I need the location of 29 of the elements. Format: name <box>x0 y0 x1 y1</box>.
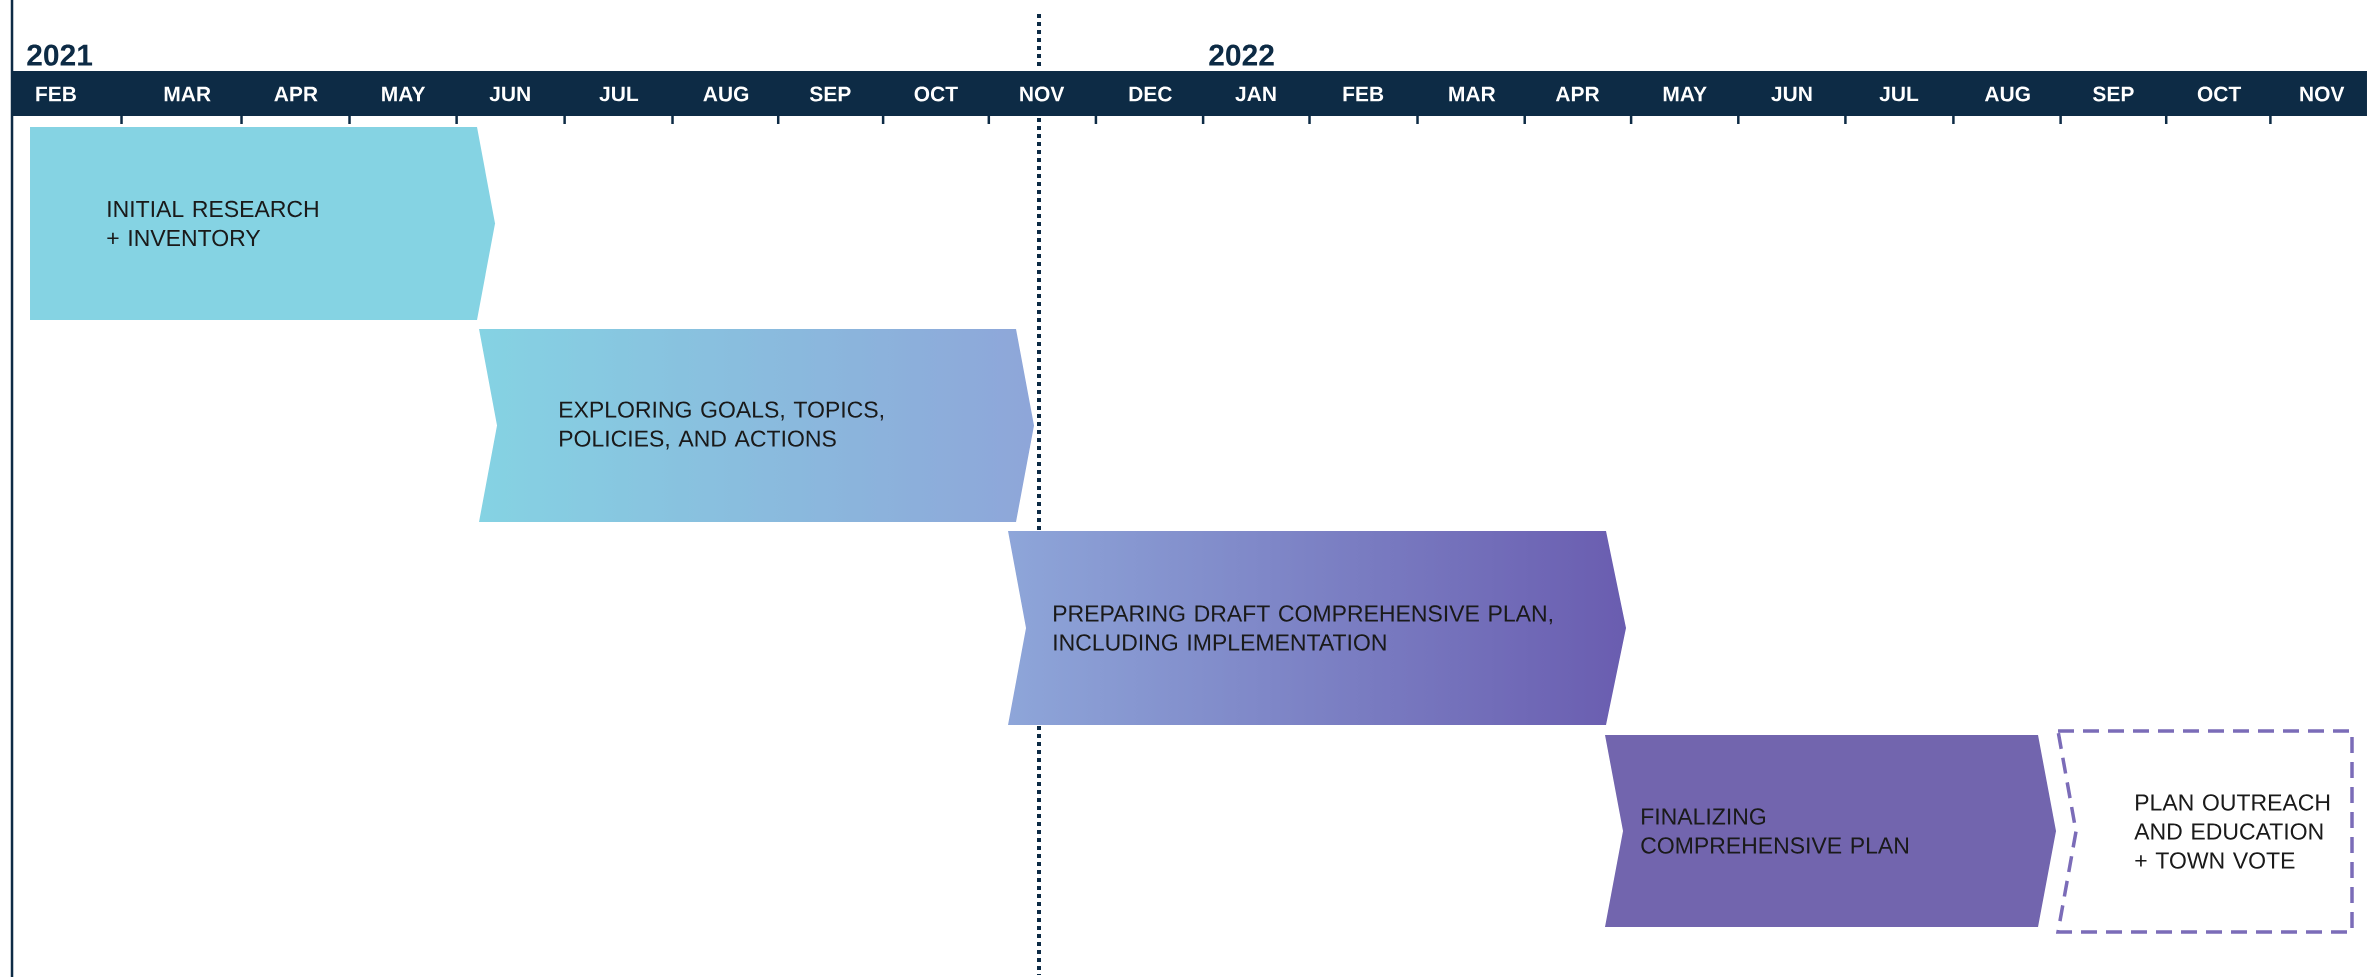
month-label: DEC <box>1129 86 1172 102</box>
month-label: JUL <box>1879 86 1919 102</box>
month-label: JUN <box>489 86 530 102</box>
month-label: OCT <box>2197 86 2242 102</box>
month-label: FEB <box>1343 86 1384 102</box>
month-label: MAR <box>164 86 211 102</box>
process-chevron: FINALIZING COMPREHENSIVE PLAN <box>1605 735 2056 927</box>
month-label: APR <box>1555 86 1600 102</box>
month-label: NOV <box>1020 86 1065 102</box>
month-label: NOV <box>2300 86 2345 102</box>
process-chevron: EXPLORING GOALS, TOPICS, POLICIES, AND ACTIONS <box>560 401 883 450</box>
month-label: JUL <box>599 86 639 102</box>
month-label: JAN <box>1235 86 1276 102</box>
year-label: 2022 <box>1209 44 1274 66</box>
process-chevron: INITIAL RESEARCH + INVENTORY <box>30 127 495 320</box>
month-label: MAY <box>1663 86 1707 102</box>
month-label: MAR <box>1449 86 1496 102</box>
month-label: OCT <box>914 86 958 102</box>
month-label: AUG <box>1984 86 2030 102</box>
month-label: AUG <box>703 86 749 102</box>
process-chevron: PREPARING DRAFT COMPREHENSIVE PLAN, INCLUDING IMPLEMENTATION <box>1054 605 1552 651</box>
month-label: SEP <box>809 86 851 102</box>
dashed-box: PLAN OUTREACH AND EDUCATION + TOWN VOTE <box>2055 729 2354 934</box>
month-label: APR <box>274 86 318 102</box>
year-label: 2021 <box>27 44 93 66</box>
month-label: FEB <box>36 86 76 102</box>
month-label: JUN <box>1771 86 1812 102</box>
month-label: SEP <box>2093 86 2134 102</box>
month-label: MAY <box>382 86 426 102</box>
